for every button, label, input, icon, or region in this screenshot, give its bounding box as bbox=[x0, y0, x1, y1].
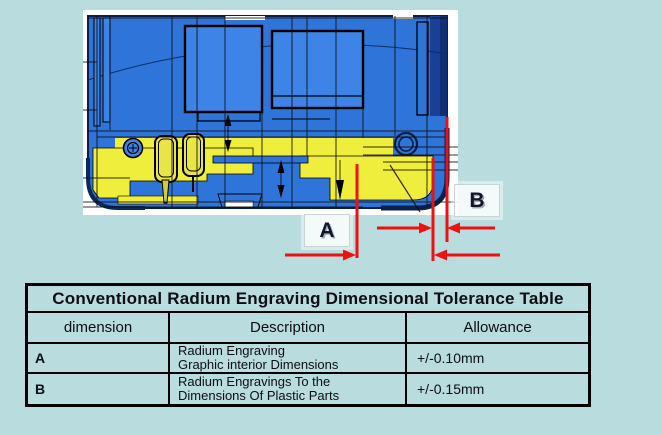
right-rib bbox=[416, 21, 429, 116]
row-b-description-text: Radium Engravings To the Dimensions Of P… bbox=[178, 375, 339, 403]
dimension-label-b: B bbox=[454, 184, 500, 217]
dimension-label-a: A bbox=[304, 214, 350, 247]
row-a-description: Radium Engraving Graphic interior Dimens… bbox=[170, 344, 407, 374]
row-a-dimension: A bbox=[28, 344, 170, 374]
arrowhead-b-right bbox=[447, 222, 460, 234]
right-edge-band-dark bbox=[440, 16, 447, 116]
column-header-dimension: dimension bbox=[28, 313, 170, 344]
row-a-allowance: +/-0.10mm bbox=[407, 344, 588, 374]
tolerance-table: Conventional Radium Engraving Dimensiona… bbox=[25, 283, 591, 407]
row-b-description-line1: Radium Engravings To the bbox=[178, 374, 331, 389]
component-window-left bbox=[183, 24, 264, 114]
tick-arrows bbox=[224, 114, 344, 200]
row-b-description: Radium Engravings To the Dimensions Of P… bbox=[170, 374, 407, 404]
arrowhead-a-right bbox=[434, 249, 447, 261]
left-rib-2 bbox=[102, 17, 111, 123]
row-a-description-line1: Radium Engraving bbox=[178, 343, 285, 358]
table-title: Conventional Radium Engraving Dimensiona… bbox=[28, 286, 588, 313]
screw-boss-left bbox=[122, 137, 144, 159]
column-header-description: Description bbox=[170, 313, 407, 344]
top-gap-2 bbox=[393, 15, 413, 19]
yellow-strip-bottom bbox=[117, 195, 199, 205]
cad-drawing bbox=[83, 10, 458, 215]
dimension-arrowheads bbox=[343, 222, 460, 261]
cad-drawing-svg bbox=[83, 15, 458, 213]
row-b-description-line2: Dimensions Of Plastic Parts bbox=[178, 388, 340, 403]
arrowhead-a-left bbox=[343, 249, 356, 261]
slot-groove bbox=[212, 155, 309, 164]
component-window-left-step bbox=[197, 111, 261, 122]
row-b-allowance: +/-0.15mm bbox=[417, 381, 485, 397]
row-b-dimension: B bbox=[28, 374, 170, 404]
row-a-description-line2: Graphic interior Dimensions bbox=[178, 357, 339, 372]
dimension-label-b-text: B bbox=[469, 188, 485, 212]
screw-boss-right bbox=[393, 131, 419, 157]
column-header-allowance: Allowance bbox=[407, 313, 588, 344]
dimension-label-a-text: A bbox=[319, 218, 335, 242]
construction-lines bbox=[83, 16, 458, 213]
component-window-right bbox=[270, 29, 365, 110]
arrowhead-b-left bbox=[419, 222, 432, 234]
row-a-description-text: Radium Engraving Graphic interior Dimens… bbox=[178, 344, 338, 372]
